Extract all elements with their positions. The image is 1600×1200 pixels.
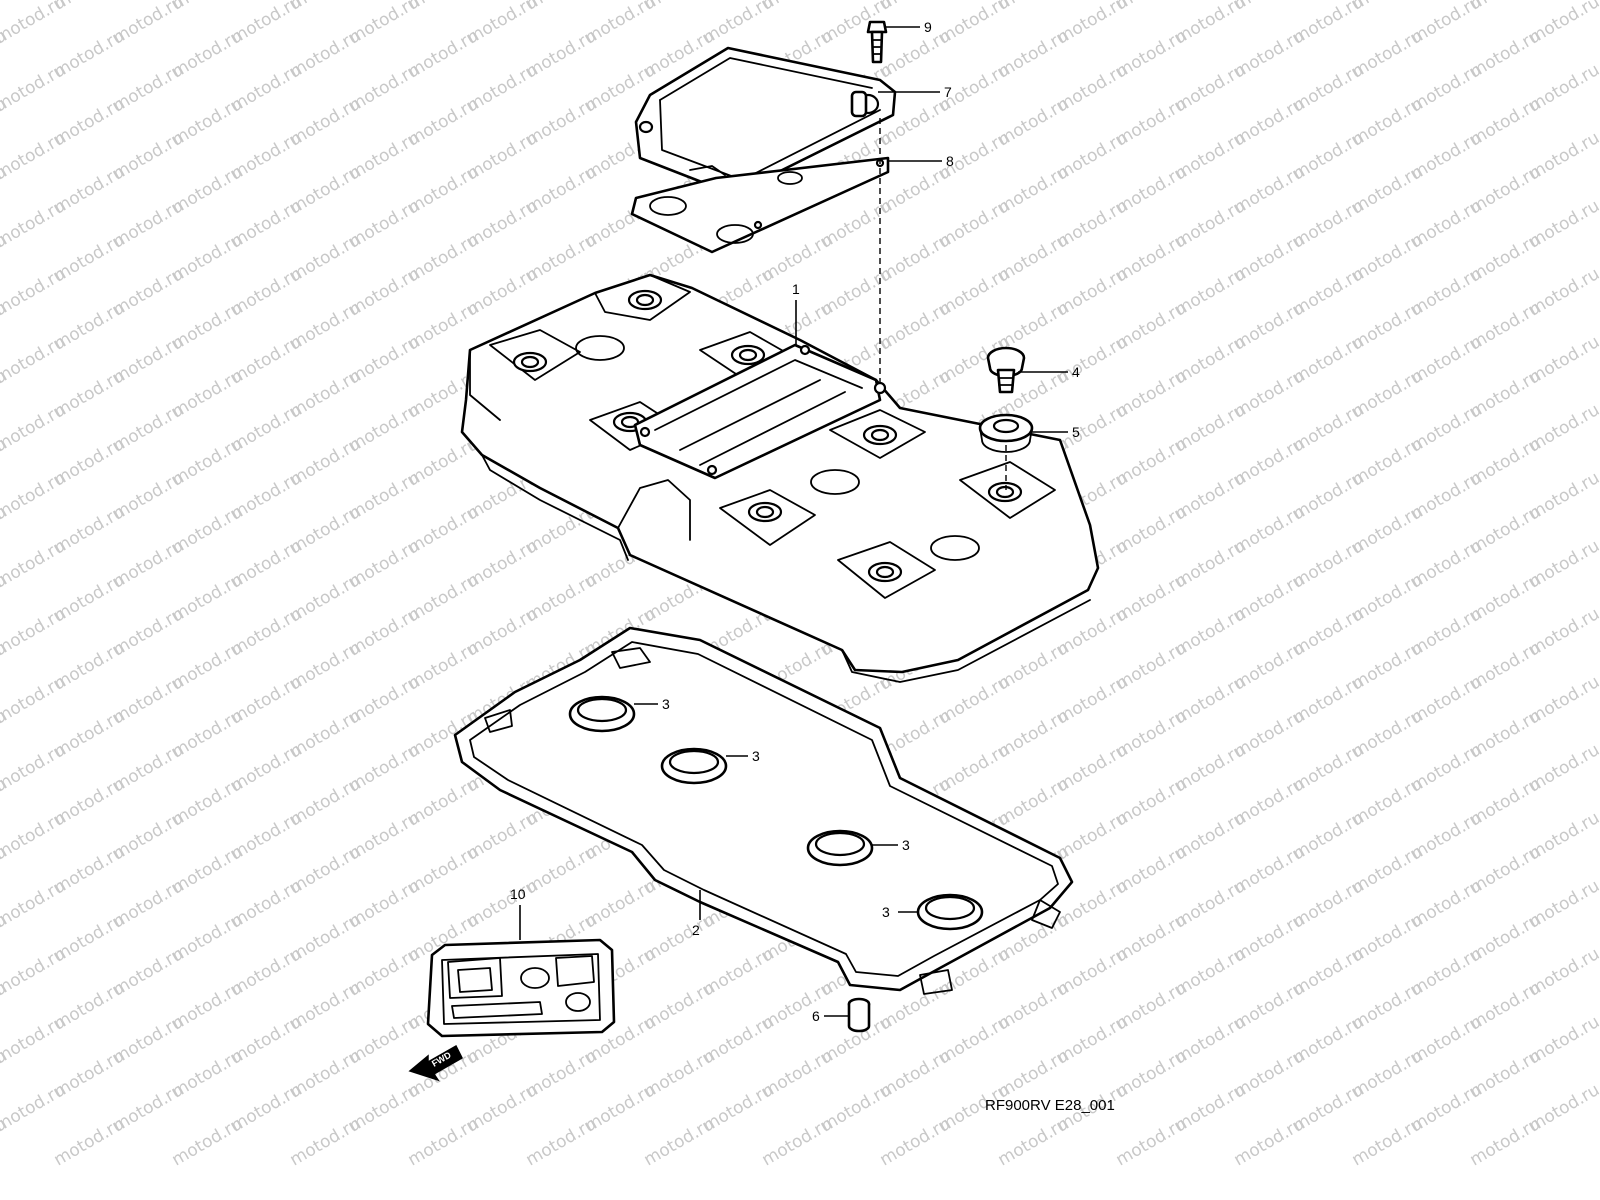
watermark-text: motod.ru [759,1114,837,1170]
watermark-text: motod.ru [0,876,69,932]
part-grommet [978,413,1034,453]
callout-3: 3 [752,748,760,764]
watermark-text: motod.ru [0,128,69,184]
watermark-text: motod.ru [0,672,69,728]
watermark-text: motod.ru [0,808,69,864]
watermark-text: motod.ru [1349,1114,1427,1170]
watermark-text: motod.ru [0,1080,69,1136]
part-head-cover [460,273,1100,683]
watermark-text: motod.ru [641,1114,719,1170]
watermark-text: motod.ru [0,468,69,524]
watermark-text: motod.ru [0,536,69,592]
callout-5: 5 [1072,424,1080,440]
callout-3: 3 [662,696,670,712]
watermark-text: motod.ru [523,1114,601,1170]
watermark-text: motod.ru [51,1114,129,1170]
watermark-text: motod.ru [995,1114,1073,1170]
watermark-text: motod.ru [877,1114,955,1170]
watermark-text: motod.ru [0,196,69,252]
callout-2: 2 [692,922,700,938]
watermark-text: motod.ru [0,60,69,116]
part-cover-gasket [453,626,1074,995]
part-top-gasket [630,156,890,254]
watermark-text: motod.ru [1467,1114,1545,1170]
callout-1: 1 [792,281,800,297]
callout-3: 3 [902,837,910,853]
watermark-text: motod.ru [0,944,69,1000]
watermark-text: motod.ru [169,1114,247,1170]
callout-7: 7 [944,84,952,100]
callout-6: 6 [812,1008,820,1024]
callout-8: 8 [946,153,954,169]
diagram-reference-code: RF900RV E28_001 [985,1097,1115,1114]
part-top-cover [634,46,897,192]
callout-labels: 1 2 3 3 3 3 4 5 6 7 8 9 10 [510,19,1080,1024]
part-cap-bolt [986,346,1026,394]
watermark-text: motod.ru [0,740,69,796]
watermark-text: motod.ru [0,1012,69,1068]
leader-lines [519,26,1068,1017]
part-gasket-set [426,938,616,1038]
watermark-text: motod.ru [0,0,69,48]
watermark-text: motod.ru [0,400,69,456]
watermark-text: motod.ru [405,1114,483,1170]
watermark-text: motod.ru [287,1114,365,1170]
callout-9: 9 [924,19,932,35]
callout-3: 3 [882,904,890,920]
callout-4: 4 [1072,364,1080,380]
part-dowel-pin [847,997,871,1033]
watermark-text: motod.ru [1113,1114,1191,1170]
watermark-text: motod.ru [1231,1114,1309,1170]
watermark-text: motod.ru [0,264,69,320]
watermark-text: motod.ru [0,0,10,14]
watermark-text: motod.ru [0,604,69,660]
callout-10: 10 [510,886,526,902]
part-bolt [866,20,888,64]
watermark-text: motod.ru [0,332,69,388]
